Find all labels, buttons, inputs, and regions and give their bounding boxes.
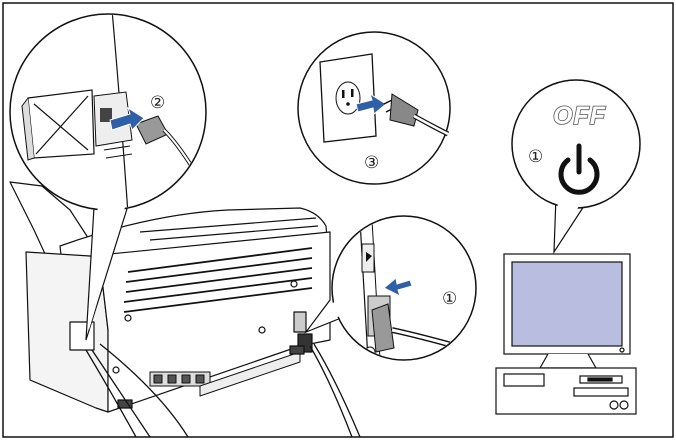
monitor-screen [511, 261, 623, 347]
callout-printer-power: ① [304, 215, 477, 361]
callout-usb: ② [9, 13, 207, 341]
power-symbol-icon [558, 143, 600, 195]
screw [290, 280, 298, 288]
screw [112, 366, 120, 374]
screw [258, 326, 266, 334]
callout-wall-outlet: ③ [297, 31, 451, 185]
printer [9, 181, 331, 413]
callout-computer-off: OFF ① [511, 79, 641, 255]
monitor-stand [538, 353, 598, 369]
power-socket [293, 311, 307, 333]
printer-cables [85, 343, 361, 438]
computer [495, 253, 637, 415]
callout-circle [511, 79, 641, 209]
screw [124, 314, 132, 322]
blue-arrow-icon [383, 277, 413, 297]
power-plug [371, 303, 395, 353]
rear-connectors [149, 351, 301, 397]
power-plug [389, 93, 419, 127]
off-label: OFF [553, 102, 606, 130]
step-label-wall: ③ [364, 153, 379, 173]
rear-vents [123, 247, 313, 313]
blue-arrow-icon [355, 92, 387, 115]
step-label-power-off: ① [528, 147, 543, 167]
blue-arrow-icon [109, 106, 145, 131]
step-label-usb: ② [150, 93, 165, 113]
step-label-printer-power: ① [442, 289, 457, 309]
